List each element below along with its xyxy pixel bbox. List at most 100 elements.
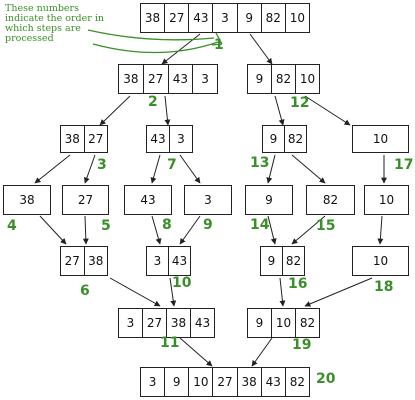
array-cell: 27: [165, 4, 190, 32]
array-l2b: 43 3: [146, 125, 193, 153]
step-label: 19: [292, 337, 312, 353]
array-l3b: 27: [62, 185, 109, 215]
arrow-l1a-l2b: [164, 95, 171, 126]
array-cell: 9: [263, 126, 285, 152]
array-cell: 3: [177, 132, 185, 146]
array-cell: 82: [287, 132, 304, 146]
step-label: 13: [250, 155, 270, 171]
arrow-l3a-m1a: [39, 215, 67, 245]
note-text: These numbers indicate the order in whic…: [5, 3, 104, 44]
array-cell: 38: [238, 368, 262, 396]
array-cell: 3: [204, 193, 212, 207]
array-cell: 82: [299, 316, 316, 330]
array-cell: 38: [167, 309, 191, 337]
array-cell: 38: [19, 193, 35, 207]
array-cell: 27: [143, 309, 167, 337]
step-label: 7: [167, 157, 177, 173]
step-label: 17: [394, 157, 414, 173]
step-label: 4: [7, 218, 17, 234]
array-cell: 9: [248, 65, 272, 93]
step-label: 12: [290, 95, 310, 111]
array-l3f: 82: [306, 185, 355, 215]
array-cell: 9: [265, 193, 273, 207]
step-label: 16: [288, 276, 308, 292]
arrow-l1b-l2d: [304, 95, 351, 126]
array-cell: 9: [165, 368, 190, 396]
arrow-l3b-m1a: [82, 215, 89, 245]
array-cell: 10: [272, 309, 296, 337]
arrow-l2c-l3e: [266, 154, 276, 184]
arrow-l3f-m1c: [291, 215, 326, 245]
array-m1d: 10: [352, 246, 409, 276]
step-label: 18: [374, 279, 394, 295]
arrow-l3d-m1b: [179, 215, 201, 245]
array-cell: 10: [378, 193, 395, 207]
array-cell: 3: [147, 247, 169, 275]
array-cell: 82: [262, 4, 286, 32]
array-cell: 3: [201, 72, 209, 86]
arrow-m1c-m2b: [279, 277, 286, 307]
array-cell: 38: [88, 254, 104, 268]
arrow-l1b-l2c: [274, 95, 285, 126]
array-cell: 10: [372, 132, 389, 146]
array-cell: 43: [189, 4, 214, 32]
arrow-root-l1b: [249, 33, 273, 65]
step-label: 3: [97, 157, 107, 173]
array-cell: 27: [77, 193, 94, 207]
array-cell: 38: [61, 126, 85, 152]
step-label: 20: [316, 371, 336, 387]
array-cell: 38: [141, 4, 166, 32]
array-cell: 43: [262, 368, 286, 396]
array-cell: 9: [238, 4, 262, 32]
array-cell: 43: [194, 316, 211, 330]
array-cell: 82: [272, 65, 296, 93]
array-cell: 3: [119, 309, 143, 337]
array-l3g: 10: [364, 185, 409, 215]
array-cell: 3: [213, 4, 238, 32]
step-label: 2: [148, 94, 158, 110]
array-cell: 9: [261, 247, 283, 275]
arrow-m2b-final: [251, 337, 273, 367]
array-cell: 27: [61, 247, 85, 275]
array-cell: 43: [140, 193, 156, 207]
array-cell: 82: [322, 193, 339, 207]
array-cell: 27: [213, 368, 238, 396]
arrow-l3e-m1c: [267, 215, 277, 245]
array-cell: 43: [147, 126, 170, 152]
step-label: 11: [160, 335, 180, 351]
step-label: 14: [250, 217, 270, 233]
note-pointer-curve: [87, 29, 215, 41]
note-pointer-arrowhead: [211, 32, 223, 46]
array-cell: 27: [88, 132, 104, 146]
note-pointer-curve: [92, 41, 219, 54]
array-cell: 82: [289, 375, 306, 389]
array-cell: 43: [171, 254, 188, 268]
array-l3a: 38: [3, 185, 51, 215]
arrow-l2b-l3d: [179, 154, 201, 184]
array-cell: 27: [144, 65, 169, 93]
array-l2d: 10: [352, 125, 409, 153]
array-cell: 10: [299, 72, 316, 86]
step-label: 9: [203, 217, 213, 233]
arrow-l3c-m1b: [151, 215, 162, 245]
arrow-l2b-l3c: [150, 154, 161, 184]
step-label: 15: [316, 218, 336, 234]
array-cell: 10: [189, 368, 214, 396]
array-l3d: 3: [184, 185, 232, 215]
array-cell: 10: [289, 11, 306, 25]
arrow-m1a-m2a: [109, 277, 161, 307]
step-label: 6: [80, 283, 90, 299]
array-cell: 10: [372, 254, 389, 268]
arrow-l2a-l3b: [83, 154, 96, 184]
array-l3e: 9: [245, 185, 293, 215]
